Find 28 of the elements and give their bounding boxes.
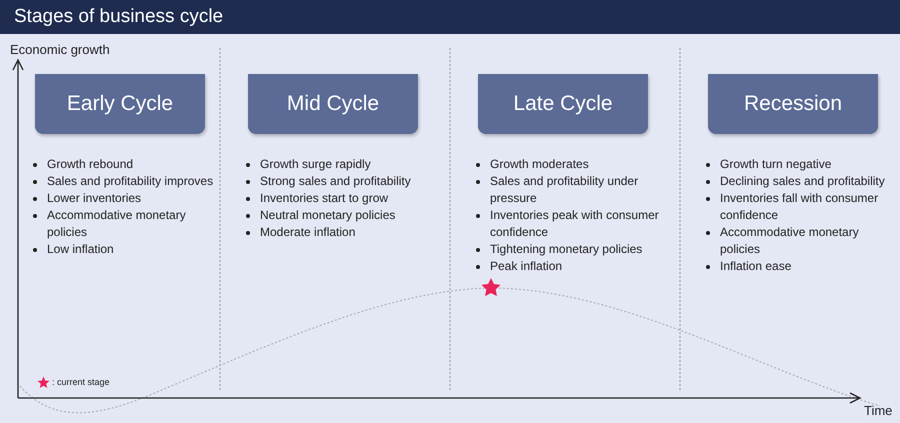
bullet-text: Low inflation <box>47 242 114 256</box>
bullet-text: Tightening monetary policies <box>490 242 642 256</box>
axis-label: Economic growth <box>10 42 110 57</box>
bullet-text: Accommodative monetary policies <box>47 208 186 239</box>
bullet-text: Inventories start to grow <box>260 191 388 205</box>
bullet-text: Inventories peak with consumer confidence <box>490 208 659 239</box>
bullet-text: Strong sales and profitability <box>260 174 411 188</box>
legend-text: : current stage <box>52 377 110 387</box>
bullet-text: Neutral monetary policies <box>260 208 396 222</box>
bullet-text: Peak inflation <box>490 259 562 273</box>
bullet-text: Growth turn negative <box>720 157 832 171</box>
bullet-text: Lower inventories <box>47 191 142 205</box>
stage-box: Early Cycle <box>35 74 205 134</box>
axis-label: Time <box>864 403 892 418</box>
title-bar: Stages of business cycle <box>0 0 900 34</box>
bullet-text: Inflation ease <box>720 259 792 273</box>
bullet-text: Sales and profitability under pressure <box>490 174 638 205</box>
bullet-text: Moderate inflation <box>260 225 356 239</box>
bullet-text: Sales and profitability improves <box>47 174 214 188</box>
stage-box: Recession <box>708 74 878 134</box>
bullet-text: Accommodative monetary policies <box>720 225 859 256</box>
stage-box: Mid Cycle <box>248 74 418 134</box>
bullet-text: Growth surge rapidly <box>260 157 371 171</box>
bullet-text: Growth moderates <box>490 157 589 171</box>
stage-box: Late Cycle <box>478 74 648 134</box>
bullet-text: Inventories fall with consumer confidence <box>720 191 878 222</box>
bullet-text: Declining sales and profitability <box>720 174 885 188</box>
bullet-text: Growth rebound <box>47 157 134 171</box>
